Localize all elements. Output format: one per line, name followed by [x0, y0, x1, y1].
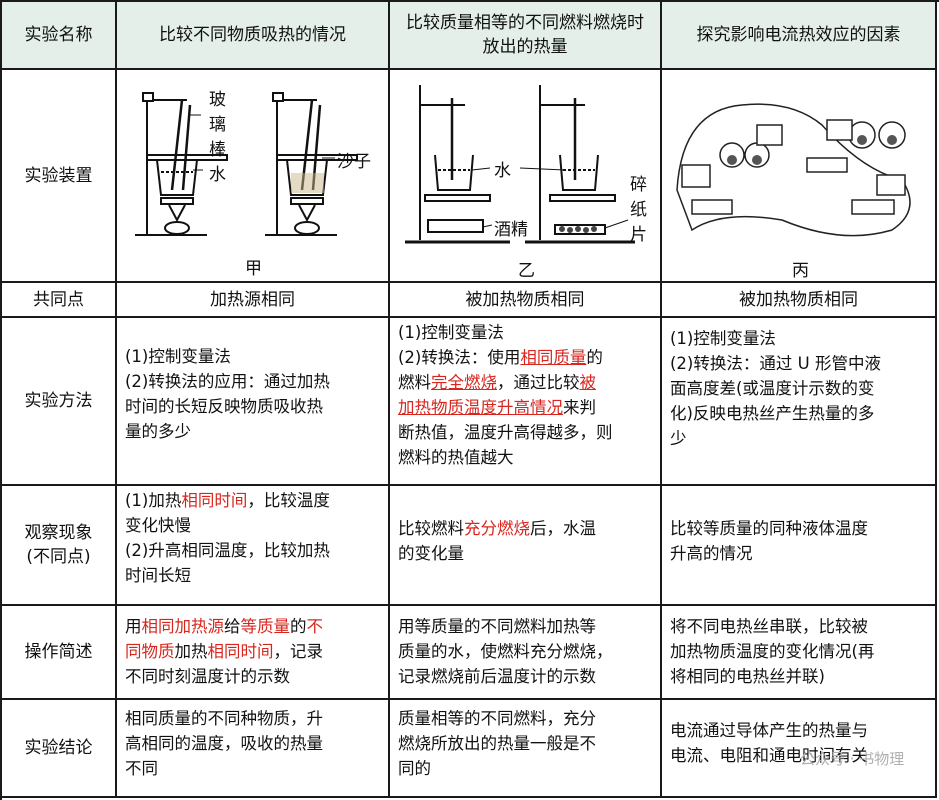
figure-label-jia: 甲 — [245, 259, 262, 279]
common-col3: 被加热物质相同 — [662, 283, 937, 318]
label-water-yi: 水 — [494, 161, 511, 181]
apparatus-jia: 玻 璃 棒 水 沙子 甲 — [117, 70, 390, 283]
label-paper3: 片 — [630, 225, 647, 245]
observe-col2: 比较燃料充分燃烧后，水温 的变化量 — [390, 486, 662, 606]
fuel-burner-diagram — [405, 85, 635, 244]
method-col3: (1)控制变量法 (2)转换法：通过 U 形管中液 面高度差(或温度计示数的变 … — [662, 318, 937, 486]
header-col1: 比较不同物质吸热的情况 — [117, 2, 390, 70]
operation-col2: 用等质量的不同燃料加热等 质量的水，使燃料充分燃烧， 记录燃烧前后温度计的示数 — [390, 606, 662, 700]
common-col2: 被加热物质相同 — [390, 283, 662, 318]
row-label-method: 实验方法 — [2, 318, 117, 486]
conclusion-col3: 电流通过导体产生的热量与 电流、电阻和通电时间有关 — [662, 700, 937, 798]
figure-label-yi: 乙 — [518, 261, 535, 281]
row-label-observe: 观察现象 (不同点) — [2, 486, 117, 606]
row-label-operation: 操作简述 — [2, 606, 117, 700]
label-glass2: 璃 — [209, 115, 226, 135]
conclusion-col2: 质量相等的不同燃料，充分 燃烧所放出的热量一般是不 同的 — [390, 700, 662, 798]
figure-label-bing: 丙 — [792, 261, 809, 281]
header-col2: 比较质量相等的不同燃料燃烧时放出的热量 — [390, 2, 662, 70]
label-paper1: 碎 — [630, 175, 647, 195]
label-alcohol: 酒精 — [494, 220, 528, 240]
method-col1: (1)控制变量法 (2)转换法的应用：通过加热 时间的长短反映物质吸收热 量的多… — [117, 318, 390, 486]
label-sand: 沙子 — [337, 152, 371, 172]
label-paper2: 纸 — [630, 200, 647, 220]
label-rod: 棒 — [209, 140, 226, 160]
stand-beaker-diagram — [135, 92, 358, 236]
row-label-apparatus: 实验装置 — [2, 70, 117, 283]
method-col2: (1)控制变量法 (2)转换法：使用相同质量的 燃料完全燃烧，通过比较被 加热物… — [390, 318, 662, 486]
watermark: 公众号 · 书物理 — [800, 750, 905, 768]
common-col1: 加热源相同 — [117, 283, 390, 318]
header-col3: 探究影响电流热效应的因素 — [662, 2, 937, 70]
row-label-conclusion: 实验结论 — [2, 700, 117, 798]
circuit-diagram — [676, 103, 911, 237]
header-name: 实验名称 — [2, 2, 117, 70]
conclusion-col1: 相同质量的不同种物质，升 高相同的温度，吸收的热量 不同 — [117, 700, 390, 798]
operation-col1: 用相同加热源给等质量的不 同物质加热相同时间，记录 不同时刻温度计的示数 — [117, 606, 390, 700]
apparatus-yi: 水 酒精 碎 纸 片 乙 — [390, 70, 662, 283]
label-water: 水 — [209, 165, 226, 185]
row-label-common: 共同点 — [2, 283, 117, 318]
apparatus-bing: 丙 — [662, 70, 937, 283]
operation-col3: 将不同电热丝串联，比较被 加热物质温度的变化情况(再 将相同的电热丝并联) — [662, 606, 937, 700]
observe-col1: (1)加热相同时间，比较温度 变化快慢 (2)升高相同温度，比较加热 时间长短 — [117, 486, 390, 606]
label-glass1: 玻 — [209, 90, 226, 110]
observe-col3: 比较等质量的同种液体温度 升高的情况 — [662, 486, 937, 606]
